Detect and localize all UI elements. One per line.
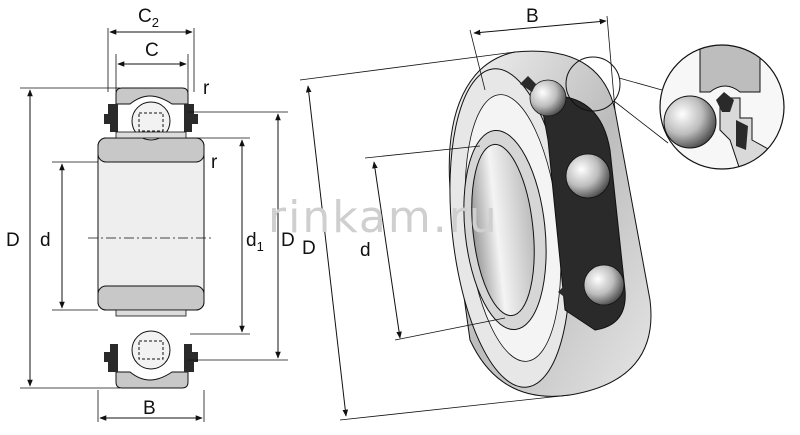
label-d-inner-left: d xyxy=(40,230,51,251)
label-b-3d: B xyxy=(526,6,539,27)
dim-line-b-3d xyxy=(473,18,607,36)
ball-3d-bottom xyxy=(583,264,625,306)
seal-top-left xyxy=(104,104,118,132)
cage-bottom xyxy=(138,340,164,360)
label-d-outer-3d: D xyxy=(302,238,316,259)
label-c: C xyxy=(145,40,159,61)
label-d-inner-3d: d xyxy=(360,240,371,261)
detail-marker xyxy=(565,56,621,112)
magnified-seal-detail xyxy=(659,44,785,170)
seal-top-right xyxy=(184,104,198,132)
seal-bottom-right xyxy=(184,344,198,372)
label-d-outer-left: D xyxy=(6,230,20,251)
outer-ring-bottom-section xyxy=(115,371,189,389)
isometric-view: B D d xyxy=(299,6,785,421)
dim-line-d-inner-3d xyxy=(372,161,402,339)
ball-3d-middle xyxy=(565,153,611,199)
bore-3d xyxy=(471,143,535,317)
cross-section-view: C2 C r r D d d1 D B xyxy=(6,6,295,422)
label-r-top: r xyxy=(203,78,210,99)
inner-ring-section xyxy=(97,137,205,311)
label-d-outer-right: D xyxy=(281,230,295,251)
seal-lip-3d-top xyxy=(520,76,536,92)
label-r-mid: r xyxy=(211,152,218,173)
inner-ring-bottom-band xyxy=(97,285,205,311)
label-b-bottom: B xyxy=(143,398,156,419)
ball-top xyxy=(131,101,171,141)
inner-ring-top-band xyxy=(97,137,205,163)
dim-line-d-outer-3d xyxy=(305,85,349,417)
seal-bottom-left xyxy=(104,344,118,372)
seal-lip-3d-bottom xyxy=(558,284,574,300)
label-c2: C2 xyxy=(138,6,159,30)
cage-top xyxy=(138,112,164,132)
label-d1: d1 xyxy=(246,230,264,254)
watermark: rinkam.ru xyxy=(268,192,499,243)
ball-3d-top xyxy=(529,79,567,117)
ball-bottom xyxy=(131,330,171,370)
